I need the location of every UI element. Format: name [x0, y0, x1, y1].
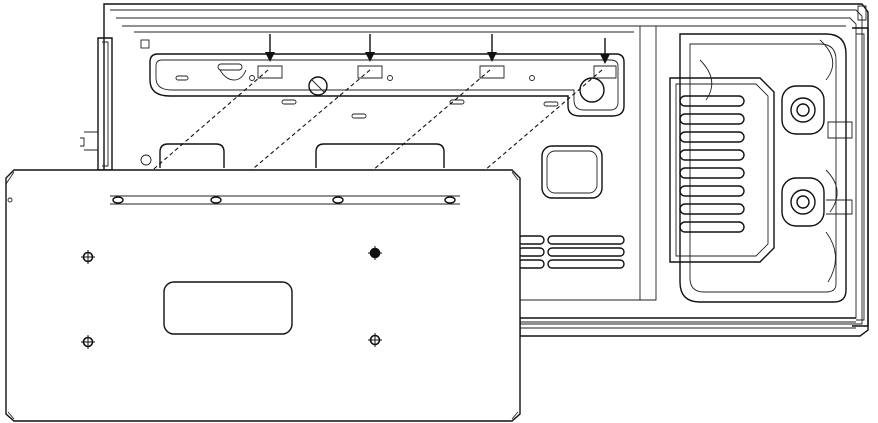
- grille-slats: [679, 95, 745, 233]
- down-arrow-icon: [487, 34, 497, 62]
- front-plate: [5, 169, 521, 422]
- housing-inner-face: [128, 25, 641, 301]
- vent-slots: [517, 235, 625, 269]
- mount-hole-icon: [81, 335, 95, 349]
- mount-hole-icon: [368, 246, 382, 260]
- mount-hole-icon: [368, 333, 382, 347]
- down-arrow-icon: [265, 34, 275, 62]
- down-arrows: [265, 34, 610, 64]
- plate-tabs: [112, 196, 456, 204]
- dashed-leaders: [117, 69, 603, 201]
- right-assembly: [640, 25, 847, 303]
- corner-square: [140, 39, 150, 49]
- down-arrow-icon: [365, 34, 375, 62]
- down-arrow-icon: [600, 38, 610, 64]
- mount-hole-icon: [81, 250, 95, 264]
- plate-cutout: [163, 281, 293, 335]
